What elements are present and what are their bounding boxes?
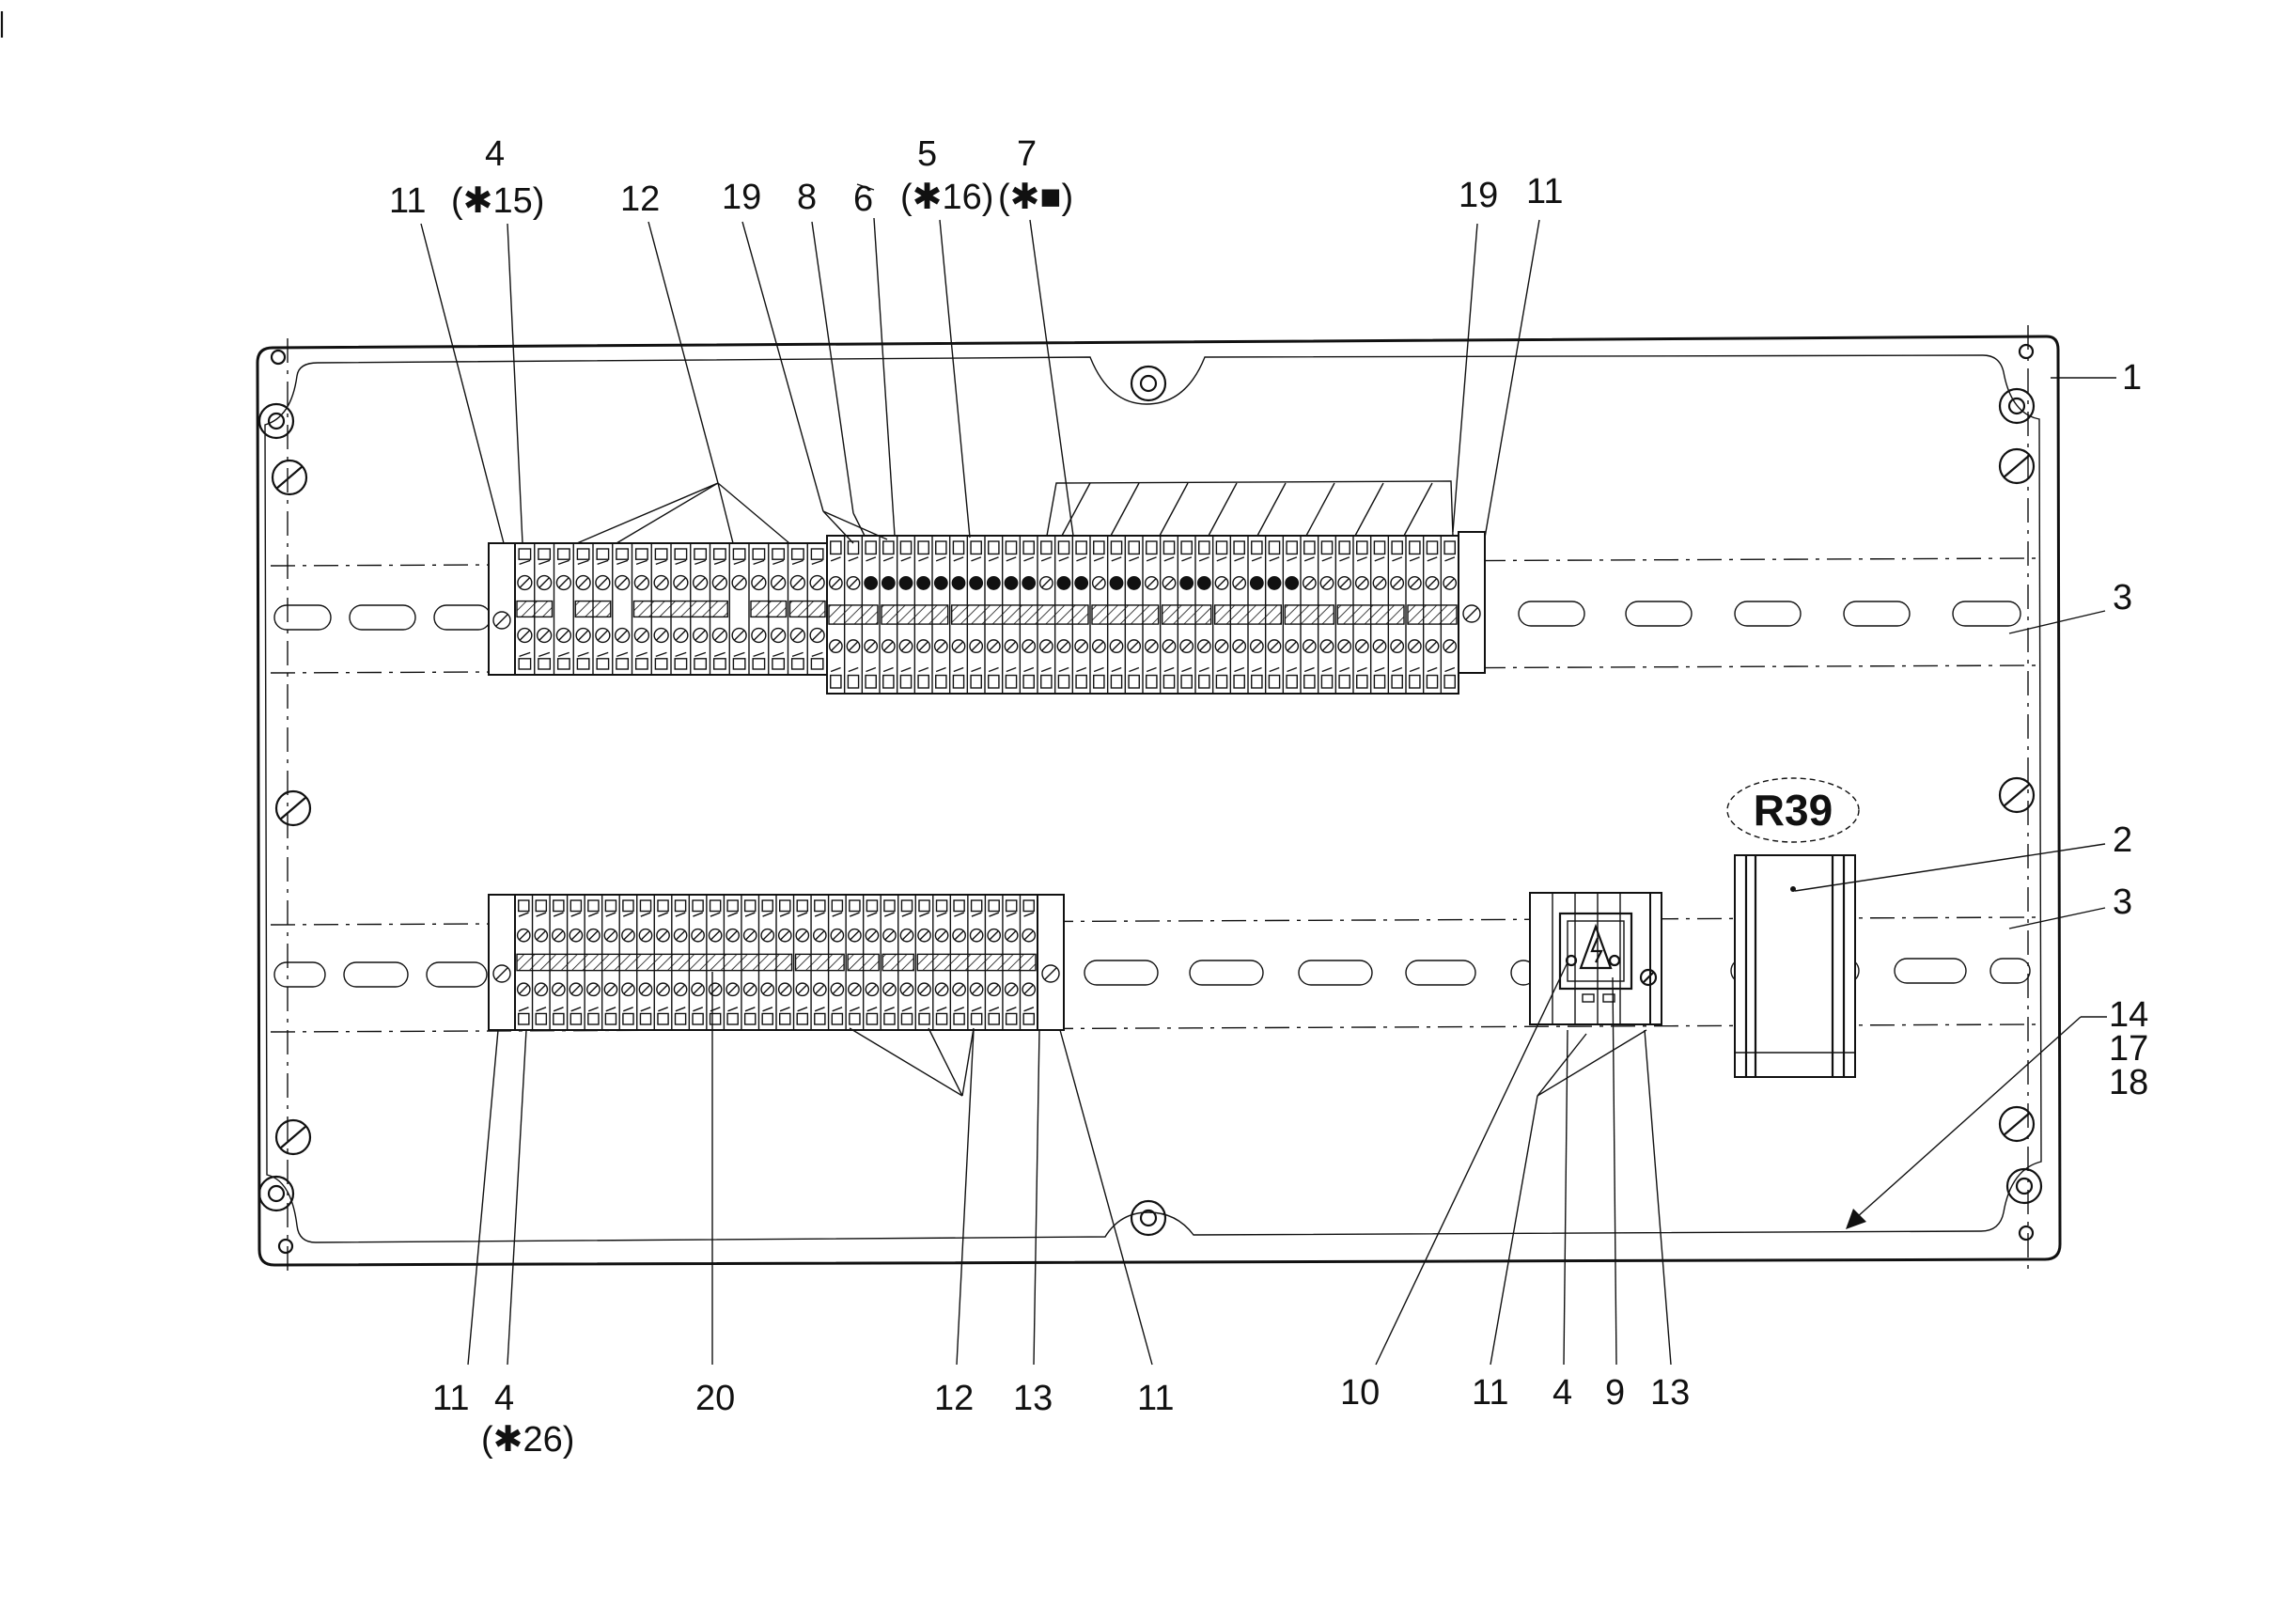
callout-10: 10 (1340, 1373, 1380, 1413)
callout-3-bottom: 3 (2113, 882, 2132, 922)
callout-19-top-right: 19 (1459, 176, 1498, 215)
callout-11-top-left: 11 (389, 181, 426, 221)
terminal-strip-bottom (514, 894, 1038, 1031)
leader-lines (420, 183, 2116, 1366)
callout-13-bottom-left: 13 (1013, 1379, 1053, 1418)
callout-2: 2 (2113, 820, 2132, 860)
callout-7: 7 (1017, 134, 1037, 174)
callout-labels: 1 2 3 3 4 (✱15) 11 12 19 8 6 5 (✱16) 7 (… (389, 134, 2148, 1460)
callout-11-bottom-right: 11 (1472, 1373, 1508, 1413)
callout-20: 20 (695, 1379, 735, 1418)
callout-14: 14 (2109, 995, 2148, 1035)
callout-5-note: (✱16) (900, 178, 993, 217)
callout-6: 6 (853, 180, 873, 219)
end-plate-bottom-left (488, 894, 516, 1031)
callout-11-bottom-left: 11 (432, 1379, 469, 1418)
callout-12-bottom: 12 (934, 1379, 974, 1418)
fuse-terminal-block (1529, 892, 1662, 1025)
callout-11-bottom-middle: 11 (1137, 1379, 1174, 1418)
callout-17: 17 (2109, 1029, 2148, 1069)
callout-3-top: 3 (2113, 578, 2132, 617)
callout-18: 18 (2109, 1063, 2148, 1102)
callout-4-top: 4 (485, 134, 505, 174)
callout-1: 1 (2122, 358, 2142, 398)
callout-4-top-note: (✱15) (451, 181, 544, 221)
terminal-strip-top-left (514, 542, 828, 676)
callout-9: 9 (1605, 1373, 1625, 1413)
callout-4-bottom-right: 4 (1552, 1373, 1572, 1413)
mounting-holes (257, 343, 2043, 1255)
terminal-strip-top-right (826, 535, 1459, 695)
terminal-strips (488, 480, 1662, 1031)
r39-component: R39 (1726, 777, 1860, 1078)
end-plate-top-left (488, 542, 516, 676)
end-plate-bottom-right (1037, 894, 1065, 1031)
callout-12-top: 12 (620, 180, 660, 219)
callout-5: 5 (917, 134, 937, 174)
plate-screws (271, 447, 2036, 1156)
terminal-cover-top (1046, 480, 1454, 537)
component-label-r39: R39 (1754, 786, 1833, 835)
end-plate-top-right (1458, 531, 1486, 674)
callout-4-bottom-note: (✱26) (481, 1420, 574, 1460)
callout-11-top-right: 11 (1526, 172, 1563, 211)
callout-19-top-left: 19 (722, 178, 761, 217)
callout-4-bottom: 4 (494, 1379, 514, 1418)
callout-13-bottom-right: 13 (1650, 1373, 1690, 1413)
callout-7-note: (✱■) (998, 178, 1073, 217)
callout-8: 8 (797, 178, 817, 217)
